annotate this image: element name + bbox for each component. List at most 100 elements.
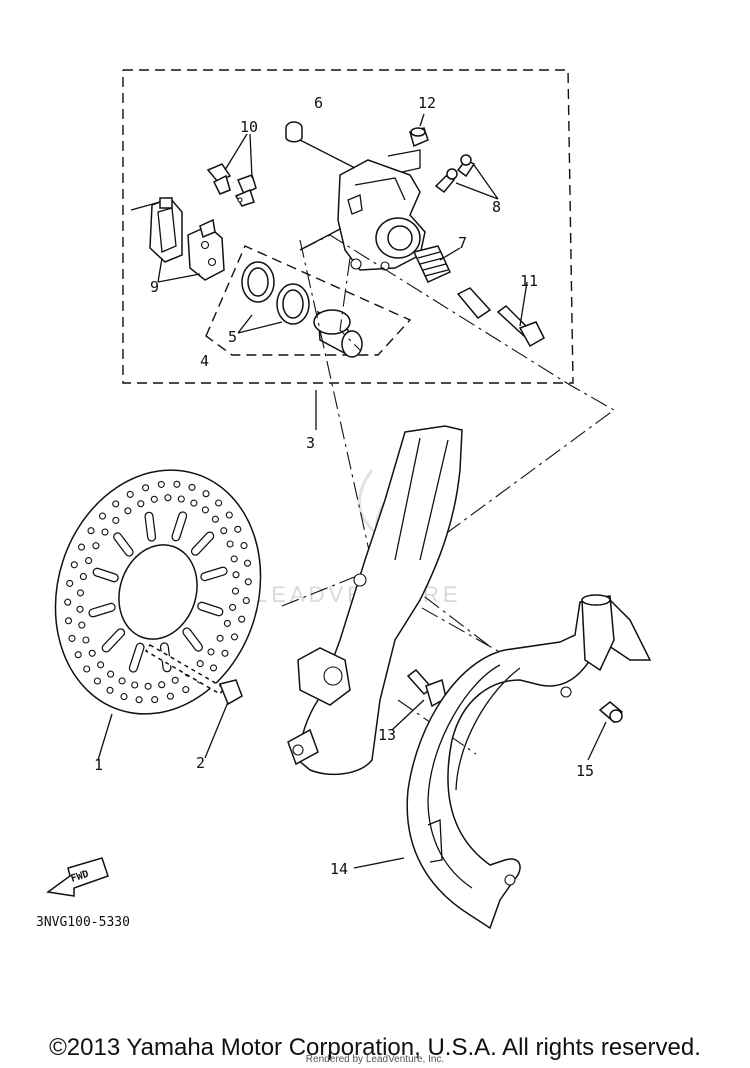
disc-hole [216,634,224,642]
disc-hole [82,636,90,644]
disc-hole [64,598,72,606]
disc-hole [202,490,210,498]
disc-guard [406,594,652,930]
fwd-arrow: FWD [46,857,109,897]
callout-11: 11 [520,272,538,290]
piston-kit-boundary [205,245,412,356]
disc-hole [171,676,179,684]
disc-hole [98,512,107,520]
disc-hole [76,589,85,597]
caliper-body [337,159,426,271]
callout-10: 10 [240,118,258,136]
disc-hole [64,617,73,625]
disc-hole [118,677,126,685]
bolt-13 [406,668,447,708]
disc-hole [144,682,152,690]
disc-hole [88,649,96,657]
bleed-screws [434,154,476,194]
disc-slot [114,533,133,556]
disc-hole [243,559,252,567]
disc-hole [221,649,229,657]
disc-hole [207,648,215,656]
callout-8: 8 [492,198,501,216]
disc-slot [93,568,118,582]
boot-7 [412,245,451,283]
disc-hole [124,507,132,515]
bolt-11 [496,305,545,348]
disc-hole [70,561,78,569]
brake-pad-right [187,218,225,281]
disc-hole [223,619,231,627]
disc-slot [130,643,144,672]
disc-hole [135,696,143,704]
disc-hole [112,516,120,524]
disc-hole [164,494,172,502]
callout-7: 7 [458,234,467,252]
callout-4: 4 [200,352,209,370]
disc-hole [142,484,150,492]
disc-slot [172,512,186,541]
disc-hole [201,506,209,514]
disc-hole [85,557,93,565]
callout-1: 1 [94,756,103,774]
disc-hole [92,542,100,550]
callout-2: 2 [196,754,205,772]
pad-clips [206,163,257,207]
disc-hole [137,500,145,508]
disc-hole [66,579,74,587]
disc-hole [225,511,233,519]
disc-hole [93,677,101,685]
disc-hole [79,573,87,581]
assembly-centerlines [299,234,616,589]
disc-hole [188,483,196,491]
disc-hole [120,693,128,701]
disc-hole [78,621,86,629]
disc-hole [229,603,237,611]
disc-hole [232,571,240,579]
disc-hole [106,686,114,694]
disc-hole [220,527,228,535]
disc-hole [166,692,174,700]
callout-5: 5 [228,328,237,346]
front-fork [287,425,463,776]
brake-disc [54,469,262,715]
disc-hole [157,480,165,488]
callout-15: 15 [576,762,594,780]
disc-hole [238,615,246,623]
brake-pad-left [149,197,183,263]
disc-bolt [144,643,243,706]
callout-13: 13 [378,726,396,744]
disc-hole [74,651,82,659]
copyright-notice: ©2013 Yamaha Motor Corporation, U.S.A. A… [49,1034,701,1061]
disc-hole [230,555,238,563]
disc-slot [201,567,227,580]
disc-hole [182,686,190,694]
disc-hole [107,670,115,678]
cap-12 [409,127,429,148]
caliper-assembly-boundary [122,69,574,384]
disc-slot [102,629,124,652]
disc-hole [126,490,134,498]
disc-hole [112,500,120,508]
disc-hole [177,495,185,503]
disc-hole [196,660,204,668]
rendered-by-notice: Rendered by LeadVenture, Inc. [305,1054,445,1065]
boot-6 [285,121,303,143]
disc-hole [240,542,248,550]
disc-hole [158,681,166,689]
fwd-label: FWD [70,869,91,885]
disc-slot [145,512,155,541]
disc-hole [83,665,91,673]
disc-slot [89,604,115,617]
disc-hole [87,527,95,535]
disc-hole [131,681,139,689]
disc-hole [68,634,76,642]
callout-12: 12 [418,94,436,112]
callout-3: 3 [306,434,315,452]
disc-hole [226,540,234,548]
screw-15 [598,701,624,724]
disc-slot [192,532,214,555]
slide-pin [456,287,492,319]
disc-hole [77,543,86,551]
